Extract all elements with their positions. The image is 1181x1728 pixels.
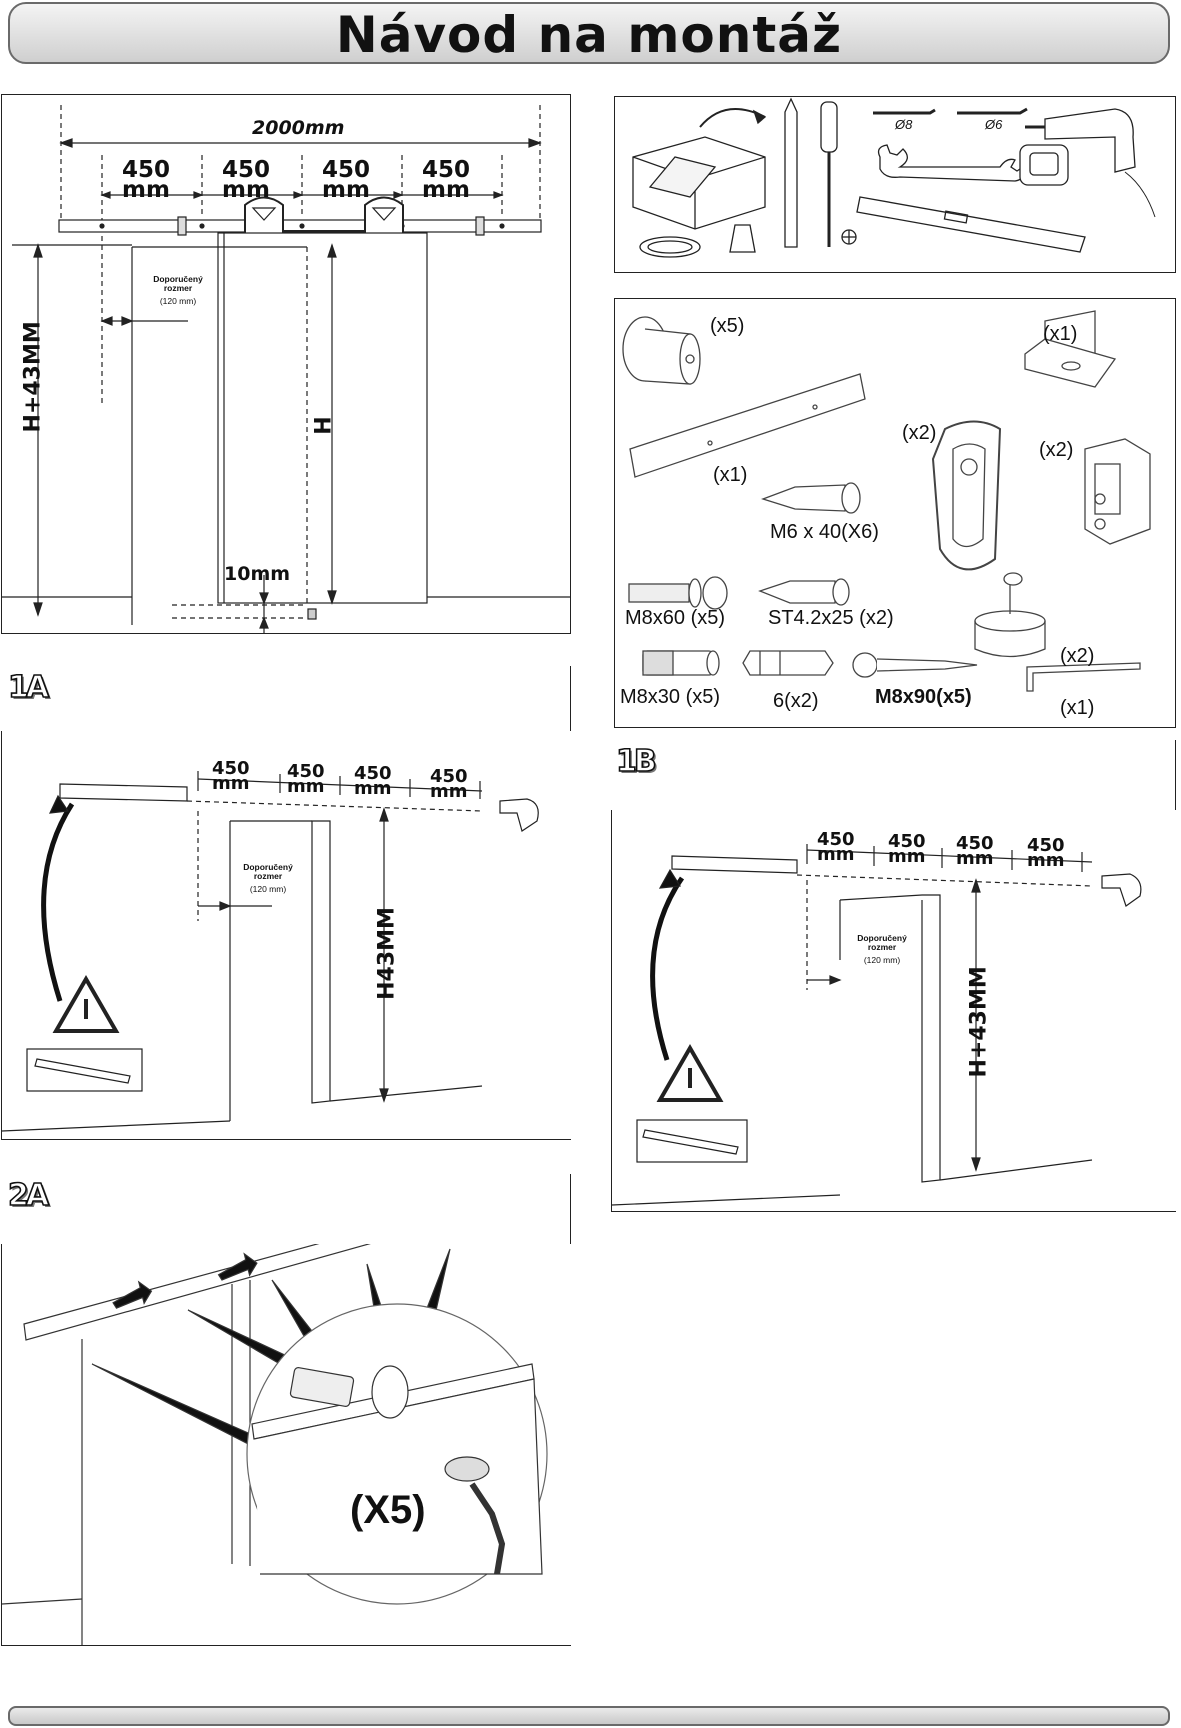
drill-bit-8-label: Ø8 (895, 117, 913, 132)
step-1b-spacing-unit-1: mm (817, 844, 855, 866)
hanger-qty: (x2) (902, 422, 937, 444)
spacing-unit-2: mm (222, 176, 270, 203)
spacing-unit-3: mm (322, 176, 370, 203)
door-height-label: H (311, 416, 337, 435)
screw-st-label: ST4.2x25 (x2) (768, 607, 894, 629)
step-1a-spacing-value-2: 450 (287, 761, 325, 782)
spacing-label-2: 450 mm (222, 157, 271, 203)
hex-key-qty: (x1) (1060, 697, 1095, 719)
main-dimension-diagram: 2000mm 450 mm 450 mm 450 mm 450 mm Dopor… (1, 94, 571, 634)
step-1a-spacing-unit-1: mm (212, 773, 250, 795)
recommended-size-note: Doporučený rozmer (120 mm) (138, 275, 218, 306)
stopper-qty: (x1) (1043, 323, 1078, 345)
main-diagram-drawing (2, 105, 570, 633)
step-1a-recommended-label: Doporučený rozmer (243, 862, 293, 881)
spacing-value-1: 450 (122, 157, 171, 183)
spacing-label-1: 450 mm (122, 157, 171, 203)
lag-m8x90-label: M8x90(x5) (875, 686, 972, 708)
floor-gap-label: 10mm (224, 563, 291, 585)
step-1a-spacing-value-1: 450 (212, 758, 250, 779)
step-1b-drawing (612, 844, 1142, 1206)
tools-drawing (632, 97, 1156, 258)
spacing-label-3: 450 mm (322, 157, 371, 203)
step-1a-recommended-value: (120 mm) (249, 883, 287, 894)
spacing-value-3: 450 (322, 157, 371, 183)
spacer-qty: (x5) (710, 315, 745, 337)
step-1a-spacing-unit-3: mm (354, 778, 392, 800)
title-banner: Návod na montáž (8, 2, 1170, 64)
step-1b-recommended-value: (120 mm) (863, 954, 901, 965)
step-1a-spacing-value-4: 450 (430, 766, 468, 787)
step-1b-spacing-value-1: 450 (817, 829, 855, 850)
parts-panel: (x5) (x1) (x1) (x2) (x2) M6 x 40(X6) M8x… (614, 298, 1176, 728)
step-1a-recommended-note: Doporučený rozmer (120 mm) (228, 863, 308, 894)
recommended-size-label: Doporučený rozmer (153, 274, 203, 293)
step-1a-drawing (2, 771, 539, 1132)
step-1a-height-label: H43MM (374, 907, 400, 1000)
step-1b-height-label: H+43MM (966, 966, 992, 1078)
parts-drawing (622, 310, 1151, 692)
step-2a-label: 2A (7, 1177, 50, 1214)
step-1b-label: 1B (615, 743, 657, 780)
anchor-label: 6(x2) (773, 690, 819, 712)
step-1b-spacing-value-2: 450 (888, 831, 926, 852)
spacing-value-4: 450 (422, 157, 471, 183)
drill-bit-6-label: Ø6 (985, 117, 1003, 132)
step-1b-recommended-label: Doporučený rozmer (857, 933, 907, 952)
step-1b-spacing-unit-4: mm (1027, 850, 1065, 872)
screw-m6-label: M6 x 40(X6) (770, 521, 879, 543)
step-1b-spacing-unit-2: mm (888, 846, 926, 868)
step-1a-spacing-unit-4: mm (430, 781, 468, 803)
recommended-size-value: (120 mm) (159, 295, 197, 306)
step-1b-spacing-unit-3: mm (956, 848, 994, 870)
sleeve-m8x30-label: M8x30 (x5) (620, 686, 721, 708)
bracket-qty: (x2) (1039, 439, 1074, 461)
spacing-value-2: 450 (222, 157, 271, 183)
step-1a-spacing-unit-2: mm (287, 776, 325, 798)
total-width-label: 2000mm (252, 117, 345, 139)
page-title: Návod na montáž (335, 6, 843, 64)
step-2a-drawing-area: (X5) (1, 1244, 571, 1646)
floor-guide-qty: (x2) (1060, 645, 1095, 667)
step-1a-spacing-value-3: 450 (354, 763, 392, 784)
step-1a-label: 1A (7, 669, 50, 706)
bolt-m8x60-label: M8x60 (x5) (625, 607, 726, 629)
step-1b-spacing-value-4: 450 (1027, 835, 1065, 856)
spacing-unit-4: mm (422, 176, 470, 203)
rail-qty: (x1) (713, 464, 748, 486)
footer-bar (8, 1706, 1170, 1726)
tools-panel: Ø8 Ø6 (614, 96, 1176, 273)
rail-height-label: H+43MM (20, 321, 46, 433)
step-1b-spacing-value-3: 450 (956, 833, 994, 854)
step-1b-recommended-note: Doporučený rozmer (120 mm) (842, 934, 922, 965)
step-2a-drawing (2, 1244, 548, 1645)
step-2a-count-label: (X5) (350, 1488, 426, 1532)
spacing-unit-1: mm (122, 176, 170, 203)
spacing-label-4: 450 mm (422, 157, 471, 203)
